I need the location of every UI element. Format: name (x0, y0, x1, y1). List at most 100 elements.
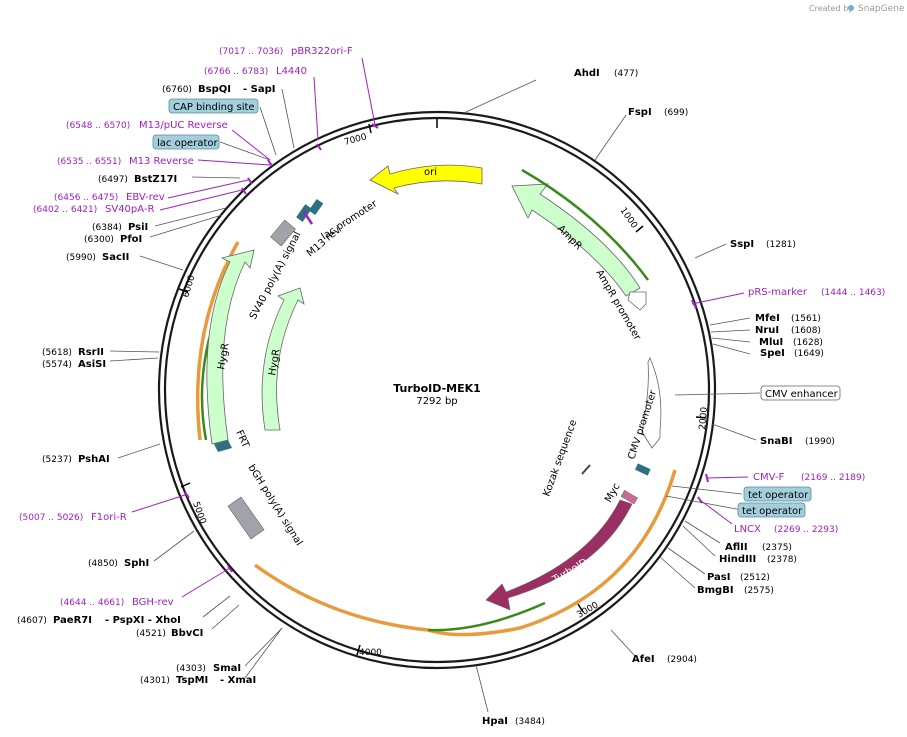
site-mlui: MluI (759, 337, 783, 348)
site-nrui: NruI (755, 325, 779, 336)
tet2-box (737, 502, 806, 518)
tick-2000: 2000 (698, 406, 710, 430)
site-bbvci-pos: (4521) (136, 629, 166, 639)
lac-label: lac operator (157, 138, 218, 149)
site-afei: AfeI (632, 654, 655, 665)
primer-leaders (131, 57, 749, 598)
site-sphi: SphI (124, 558, 149, 569)
turboid-feature[interactable] (485, 499, 633, 611)
tet2-label: tet operator (742, 506, 803, 517)
primer-f1ori: F1ori-R (91, 512, 127, 523)
site-mfei-pos: (1561) (791, 314, 821, 324)
primer-prs-range: (1444 .. 1463) (821, 288, 885, 298)
tick-4000: 4000 (359, 648, 382, 658)
site-bstz17i-pos: (6497) (98, 175, 128, 185)
primer-sv40pa: SV40pA-R (105, 204, 154, 215)
lac-box (152, 134, 220, 150)
primer-lncx-range: (2269 .. 2293) (774, 525, 838, 535)
ampr-promoter-feature[interactable] (627, 291, 647, 311)
primer-l4440: L4440 (276, 66, 307, 77)
site-bbvci: BbvCI (171, 628, 203, 639)
primer-prs: pRS-marker (748, 287, 808, 298)
orange-arc-bottom (253, 563, 429, 632)
site-psii-pos: (6384) (92, 223, 122, 233)
site-mfei: MfeI (755, 313, 780, 324)
primer-pbr322-range: (7017 .. 7036) (219, 47, 283, 57)
primer-m13puc-range: (6548 .. 6570) (66, 121, 130, 131)
cap-box (168, 98, 259, 114)
site-nrui-pos: (1608) (791, 326, 821, 336)
site-aflii: AflII (725, 542, 748, 553)
cmv-promoter-feature[interactable] (641, 357, 662, 449)
backbone-outer (157, 110, 717, 670)
tick-marks (178, 118, 707, 656)
site-snabi: SnaBI (760, 436, 792, 447)
sv40-label: SV40 poly(A) signal (248, 230, 304, 321)
primer-f1ori-range: (5007 .. 5026) (19, 513, 83, 523)
bgh-feature[interactable] (227, 496, 265, 540)
ori-label: ori (424, 167, 437, 178)
primer-l4440-range: (6766 .. 6783) (204, 67, 268, 77)
site-hindiii: HindIII (719, 554, 756, 565)
tick-7000: 7000 (343, 132, 368, 148)
primer-ebv-range: (6456 .. 6475) (54, 193, 118, 203)
hygr-inner-feature[interactable] (261, 287, 305, 431)
primer-sv40pa-range: (6402 .. 6421) (33, 205, 97, 215)
credit-brand: SnapGene (858, 4, 905, 14)
site-psii: PsiI (128, 222, 148, 233)
frt-label: FRT (233, 429, 251, 451)
primer-cmvf-range: (2169 .. 2189) (801, 473, 865, 483)
site-smai-pos: (4303) (176, 664, 206, 674)
site-pshai-pos: (5237) (42, 455, 72, 465)
site-bspqi: BspQI (198, 84, 231, 95)
site-pfoi-pos: (6300) (84, 235, 114, 245)
plasmid-name: TurboID-MEK1 (393, 382, 481, 395)
site-asisi-pos: (5574) (42, 360, 72, 370)
site-xmai: - XmaI (220, 675, 256, 686)
ampr-feature[interactable] (511, 183, 641, 297)
plasmid-size: 7292 bp (416, 396, 457, 407)
frt-feature[interactable] (214, 440, 232, 452)
site-sspi-pos: (1281) (766, 240, 796, 250)
sv40-feature[interactable] (270, 219, 296, 247)
site-hindiii-pos: (2378) (767, 555, 797, 565)
site-paer7i: PaeR7I (53, 615, 92, 626)
credit-text: Created by (809, 4, 853, 13)
tet-feature-block[interactable] (634, 463, 651, 476)
site-sapi: - SapI (243, 84, 275, 95)
site-pfoi: PfoI (120, 234, 142, 245)
site-pshai: PshAI (78, 454, 110, 465)
site-rsrii-pos: (5618) (42, 348, 72, 358)
site-bmgbi: BmgBI (697, 585, 734, 596)
myc-feature[interactable] (620, 490, 638, 505)
ori-feature[interactable] (369, 164, 483, 196)
site-fspi-pos: (699) (664, 108, 688, 118)
site-sphi-pos: (4850) (88, 559, 118, 569)
primer-bgh-range: (4644 .. 4661) (60, 598, 124, 608)
kozak-label: Kozak sequence (541, 418, 579, 498)
orange-arc-right (427, 469, 677, 637)
site-paer7i-pos: (4607) (17, 616, 47, 626)
site-sspi: SspI (730, 239, 754, 250)
site-smai: SmaI (213, 663, 241, 674)
boxed-labels: CAP binding site lac operator CMV enhanc… (152, 98, 841, 518)
hygr-outer-feature[interactable] (206, 249, 255, 445)
snapgene-logo-icon (848, 5, 854, 11)
site-labels: AhdI (477) FspI (699) SspI (1281) MfeI (… (17, 68, 835, 727)
tet1-box (743, 486, 812, 502)
primer-pbr322: pBR322ori-F (291, 46, 353, 57)
site-pspxi-xhoi: - PspXI - XhoI (105, 615, 181, 626)
cmv-enh-box (760, 385, 841, 401)
kozak-feature[interactable] (581, 464, 591, 475)
site-mlui-pos: (1628) (793, 338, 823, 348)
site-spei: SpeI (760, 348, 785, 359)
cap-block[interactable] (308, 198, 324, 216)
site-tspmi-pos: (4301) (140, 676, 170, 686)
tet1-label: tet operator (748, 490, 809, 501)
site-asisi: AsiSI (78, 359, 106, 370)
primer-m13puc: M13/pUC Reverse (139, 120, 228, 131)
hygr-outer-label: HygR (216, 342, 231, 370)
cmv-enh-label: CMV enhancer (765, 389, 839, 400)
